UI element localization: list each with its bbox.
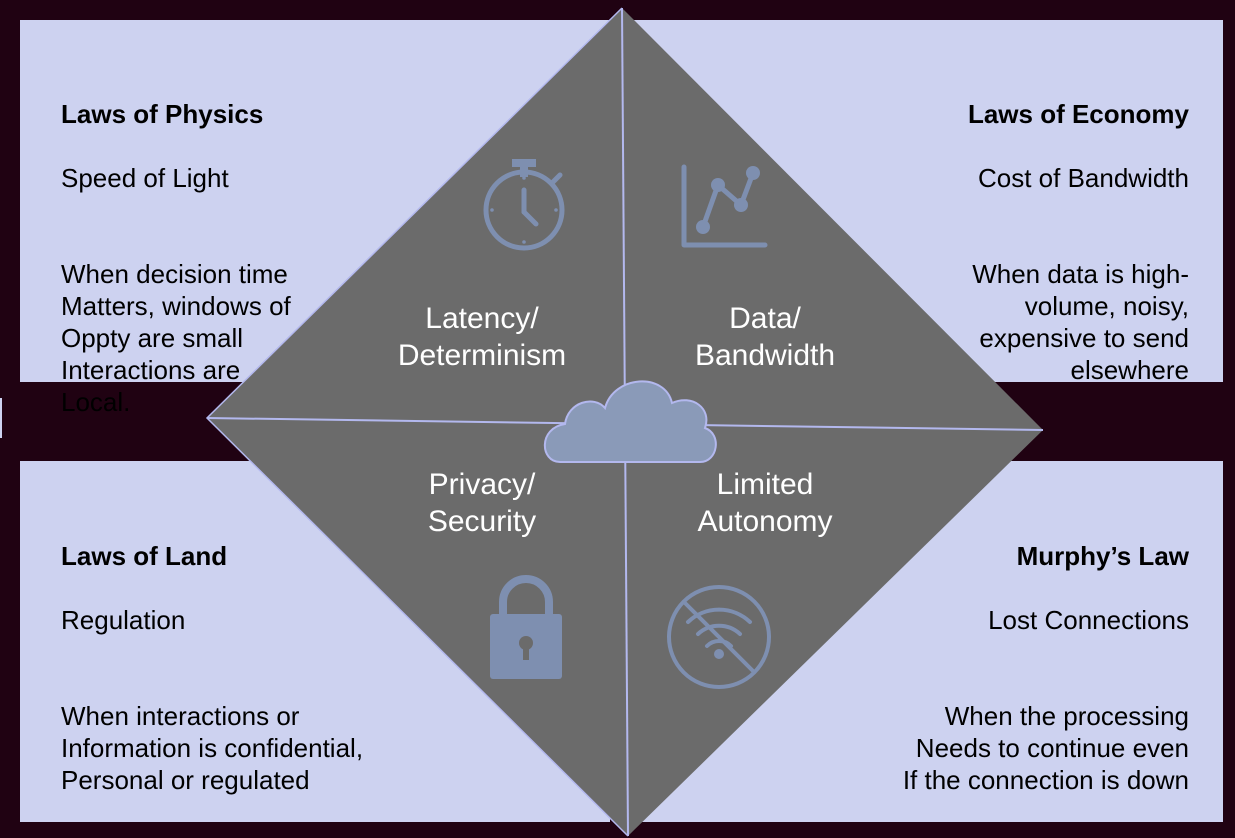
- cloud-icon: [543, 380, 717, 463]
- land-text-block: Laws of Land Regulation When interaction…: [61, 508, 363, 828]
- label-limited-autonomy: Limited Autonomy: [697, 468, 833, 538]
- physics-heading: Laws of Physics: [61, 99, 264, 129]
- economy-heading: Laws of Economy: [967, 99, 1189, 129]
- stopwatch-icon: [483, 159, 565, 251]
- label-privacy-security: Privacy/ Security: [427, 468, 537, 538]
- padlock-icon: [490, 575, 562, 679]
- economy-body: When data is high- volume, noisy, expens…: [972, 259, 1189, 385]
- label-data-bandwidth: Data/ Bandwidth: [694, 302, 836, 372]
- no-wifi-icon: [667, 585, 771, 689]
- left-edge-mark: [0, 398, 2, 438]
- physics-body: When decision time Matters, windows of O…: [61, 259, 291, 417]
- murphy-subheading: Lost Connections: [988, 605, 1189, 635]
- economy-subheading: Cost of Bandwidth: [977, 163, 1189, 193]
- land-heading: Laws of Land: [61, 541, 228, 571]
- physics-text-block: Laws of Physics Speed of Light When deci…: [61, 66, 291, 450]
- murphy-body: When the processing Needs to continue ev…: [902, 701, 1189, 795]
- murphy-heading: Murphy’s Law: [1016, 541, 1189, 571]
- diamond-outline-left: [205, 7, 629, 837]
- land-subheading: Regulation: [61, 605, 186, 635]
- murphy-text-block: Murphy’s Law Lost Connections When the p…: [903, 508, 1189, 828]
- economy-text-block: Laws of Economy Cost of Bandwidth When d…: [968, 66, 1189, 418]
- line-chart-icon: [681, 164, 768, 248]
- land-body: When interactions or Information is conf…: [61, 701, 364, 795]
- physics-subheading: Speed of Light: [61, 163, 229, 193]
- label-latency-determinism: Latency/ Determinism: [397, 302, 567, 372]
